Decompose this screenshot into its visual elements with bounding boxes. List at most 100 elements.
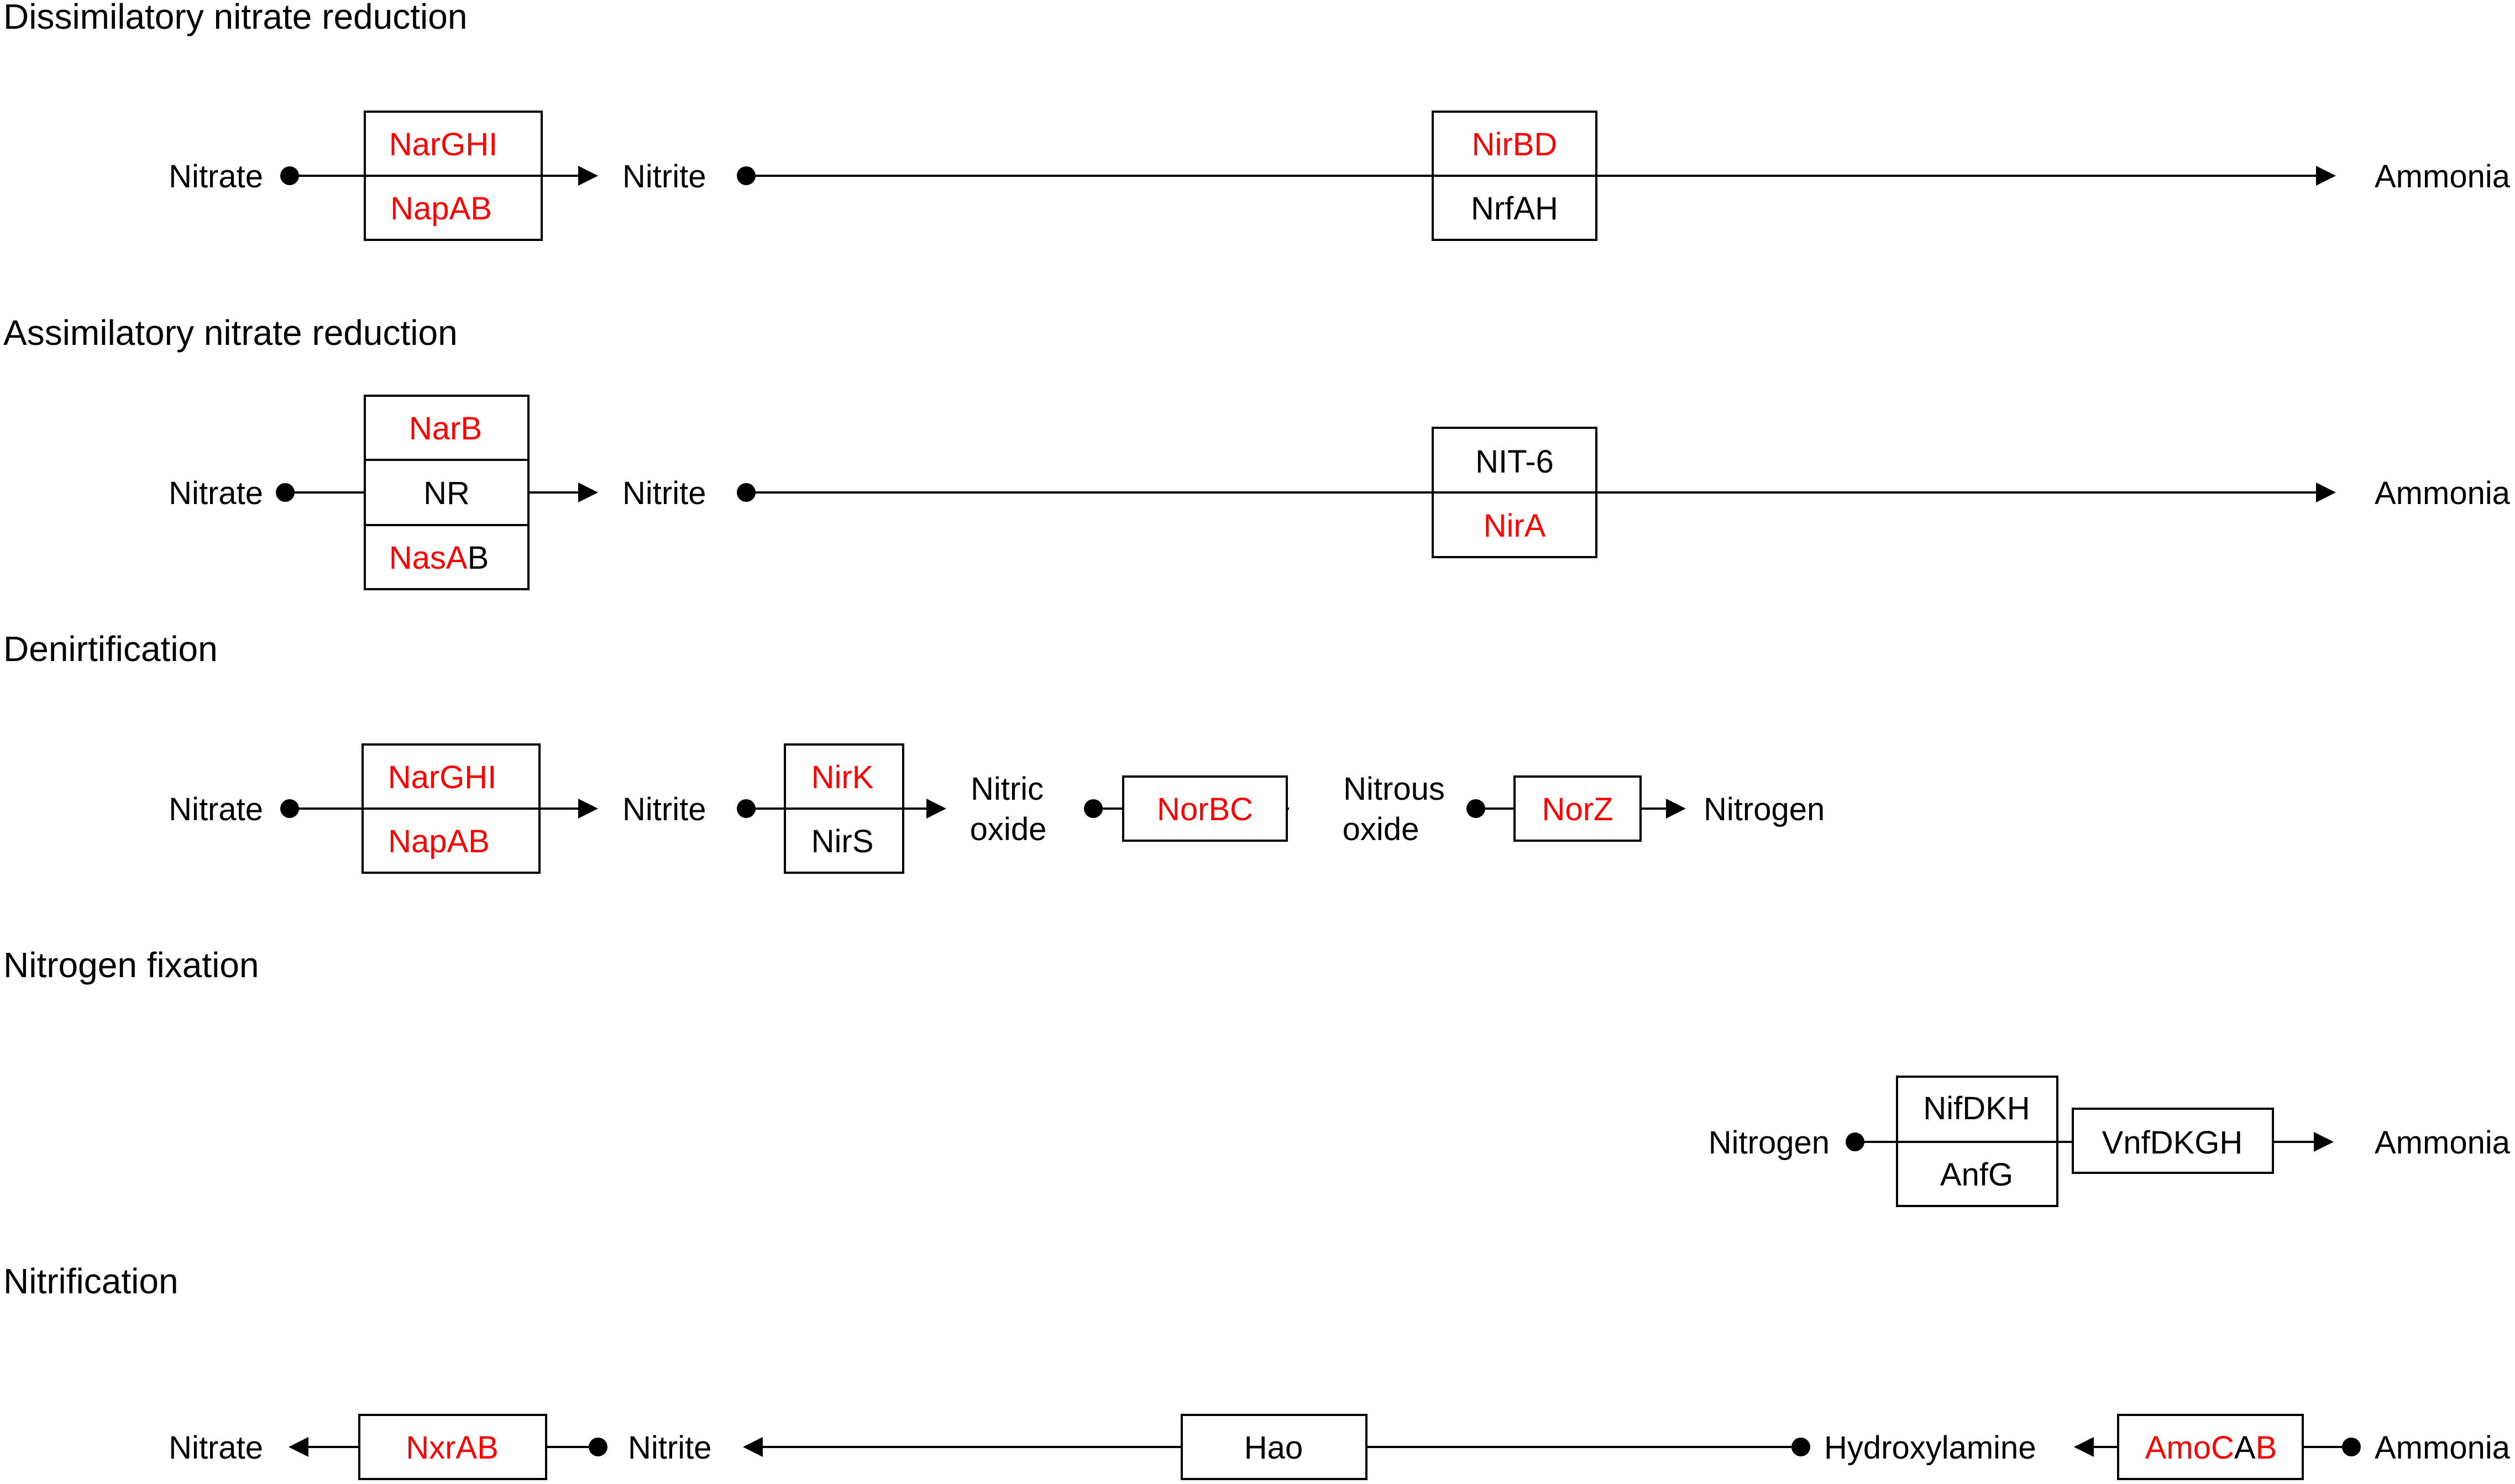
section-dissimilatory: Dissimilatory nitrate reduction Nitrate … (3, 0, 2511, 241)
enzyme-label: NirK (811, 759, 874, 795)
node-label: Nitrogen (1704, 791, 1825, 827)
section-title: Assimilatory nitrate reduction (3, 313, 458, 353)
node-label: Nitrite (628, 1430, 711, 1466)
enzyme-label-segment: AmoC (2145, 1430, 2234, 1466)
section-nitrogen-fixation: Nitrogen fixation Nitrogen Ammonia NifDK… (3, 945, 2511, 1207)
node-label: Nitrate (169, 159, 263, 195)
node-label: Nitrous (1343, 771, 1445, 807)
section-denitrification: Denirtification Nitrate Nitrite Nitric o… (3, 629, 1825, 874)
node-label: Nitrite (622, 791, 706, 827)
enzyme-label: NarGHI (389, 127, 498, 162)
node-label: oxide (1343, 811, 1419, 847)
substrate-dot (589, 1438, 607, 1456)
enzyme-label: VnfDKGH (2102, 1125, 2243, 1161)
node-label: Ammonia (2375, 159, 2511, 195)
enzyme-label-segment: VnfDKGH (2102, 1125, 2243, 1161)
substrate-dot (737, 483, 756, 502)
substrate-dot (276, 483, 295, 502)
node-label: Ammonia (2375, 475, 2511, 511)
enzyme-label-segment: NifDKH (1923, 1090, 2030, 1126)
enzyme-box (1513, 775, 1642, 842)
enzyme-box (1122, 775, 1288, 842)
enzyme-label: AnfG (1940, 1157, 2013, 1193)
node-label: oxide (970, 811, 1047, 847)
section-assimilatory: Assimilatory nitrate reduction Nitrate N… (3, 313, 2511, 590)
substrate-dot (1466, 799, 1485, 818)
enzyme-label-segment: NarB (409, 411, 482, 447)
enzyme-label: NIT-6 (1475, 444, 1554, 480)
substrate-dot (280, 166, 299, 185)
enzyme-label-segment: NarGHI (388, 759, 497, 795)
node-label: Hydroxylamine (1824, 1430, 2036, 1466)
enzyme-label: AmoCAB (2145, 1430, 2277, 1466)
enzyme-label: NifDKH (1923, 1090, 2030, 1126)
enzyme-box (364, 395, 530, 590)
enzyme-label-segment: NarGHI (389, 127, 498, 162)
enzyme-label-segment: NorZ (1542, 791, 1613, 827)
section-title: Denirtification (3, 629, 218, 669)
node-label: Ammonia (2375, 1125, 2511, 1161)
substrate-dot (280, 799, 299, 818)
arrowhead (743, 1437, 763, 1457)
substrate-dot (2342, 1438, 2361, 1456)
arrowhead (2074, 1437, 2094, 1457)
enzyme-label-segment: AnfG (1940, 1157, 2013, 1193)
enzyme-label-segment: NirBD (1472, 127, 1558, 162)
enzyme-label: NorZ (1542, 791, 1613, 827)
arrowhead (2316, 483, 2336, 502)
enzyme-label-segment: NIT-6 (1475, 444, 1554, 480)
enzyme-label-segment: NirS (811, 824, 874, 859)
enzyme-label: NasAB (389, 540, 489, 576)
enzyme-box (2072, 1108, 2274, 1174)
node-label: Nitrogen (1709, 1125, 1830, 1161)
arrowhead (2316, 166, 2336, 186)
node-label: Nitric (971, 771, 1044, 807)
enzyme-label: NxrAB (406, 1430, 499, 1466)
enzyme-label-segment: NR (423, 475, 470, 511)
arrowhead (578, 166, 598, 186)
enzyme-label: NR (423, 475, 470, 511)
substrate-dot (737, 166, 756, 185)
section-title: Nitrification (3, 1261, 179, 1301)
node-label: Nitrate (169, 791, 263, 827)
arrowhead (578, 799, 598, 819)
node-label: Nitrate (169, 475, 263, 511)
substrate-dot (1084, 799, 1103, 818)
enzyme-label: NrfAH (1471, 191, 1558, 227)
section-title: Dissimilatory nitrate reduction (3, 0, 467, 36)
enzyme-label-segment: NirK (811, 759, 874, 795)
enzyme-label-segment: B (468, 540, 489, 576)
enzyme-box (2117, 1414, 2304, 1480)
enzyme-label: NapAB (388, 824, 490, 859)
enzyme-label: NapAB (390, 191, 492, 227)
node-label: Nitrite (622, 159, 706, 195)
enzyme-box (1181, 1414, 1367, 1480)
enzyme-label: NirA (1484, 508, 1546, 544)
enzyme-label-segment: B (2256, 1430, 2277, 1466)
enzyme-label: Hao (1244, 1430, 1303, 1466)
node-label: Nitrate (169, 1430, 263, 1466)
enzyme-label-segment: NirA (1484, 508, 1546, 544)
section-title: Nitrogen fixation (3, 945, 259, 985)
enzyme-label: NarB (409, 411, 482, 447)
enzyme-label-segment: NapAB (388, 824, 490, 859)
arrowhead (2314, 1132, 2334, 1152)
enzyme-label-segment: NrfAH (1471, 191, 1558, 227)
enzyme-label: NirS (811, 824, 874, 859)
arrowhead (926, 799, 946, 819)
substrate-dot (1846, 1132, 1864, 1151)
arrowhead (289, 1437, 308, 1457)
arrowhead (1666, 799, 1686, 819)
enzyme-label-segment: NxrAB (406, 1430, 499, 1466)
substrate-dot (737, 799, 756, 818)
node-label: Nitrite (622, 475, 706, 511)
enzyme-label-segment: NapAB (390, 191, 492, 227)
enzyme-label-segment: NorBC (1157, 791, 1253, 827)
enzyme-label-segment: Hao (1244, 1430, 1303, 1466)
enzyme-label-segment: A (2234, 1430, 2256, 1466)
enzyme-label: NirBD (1472, 127, 1558, 162)
enzyme-label-segment: NasA (389, 540, 468, 576)
enzyme-label: NorBC (1157, 791, 1253, 827)
enzyme-label: NarGHI (388, 759, 497, 795)
